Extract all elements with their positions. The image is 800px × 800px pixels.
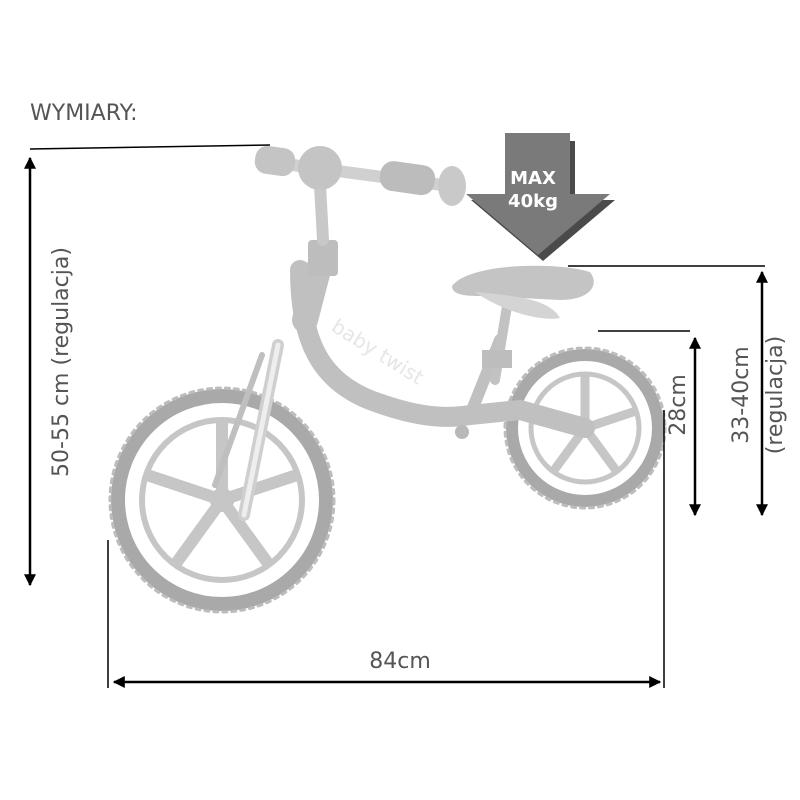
dimension-lines [24,144,768,688]
max-load-badge: MAX 40kg [466,133,615,261]
footrest-bolt [455,425,469,439]
seat-height-value-label: 33-40cm [729,346,754,443]
wheel-height-label: 28cm [666,374,691,436]
front-wheel [108,386,336,614]
down-arrow-icon [466,133,610,255]
diagram-heading: WYMIARY: [30,101,138,126]
head-tube-clamp [308,240,338,276]
length-label: 84cm [369,649,431,674]
handlebar-height-reference-line [29,144,271,150]
seat-height-note-label: (regulacja) [763,336,788,454]
bike-seat [452,265,594,385]
handlebar-height-label: 50-55 cm (regulacja) [49,247,74,477]
front-fork [212,339,284,521]
handlebar [254,145,466,246]
max-load-line1: MAX [510,168,556,189]
max-load-line2: 40kg [508,191,558,212]
